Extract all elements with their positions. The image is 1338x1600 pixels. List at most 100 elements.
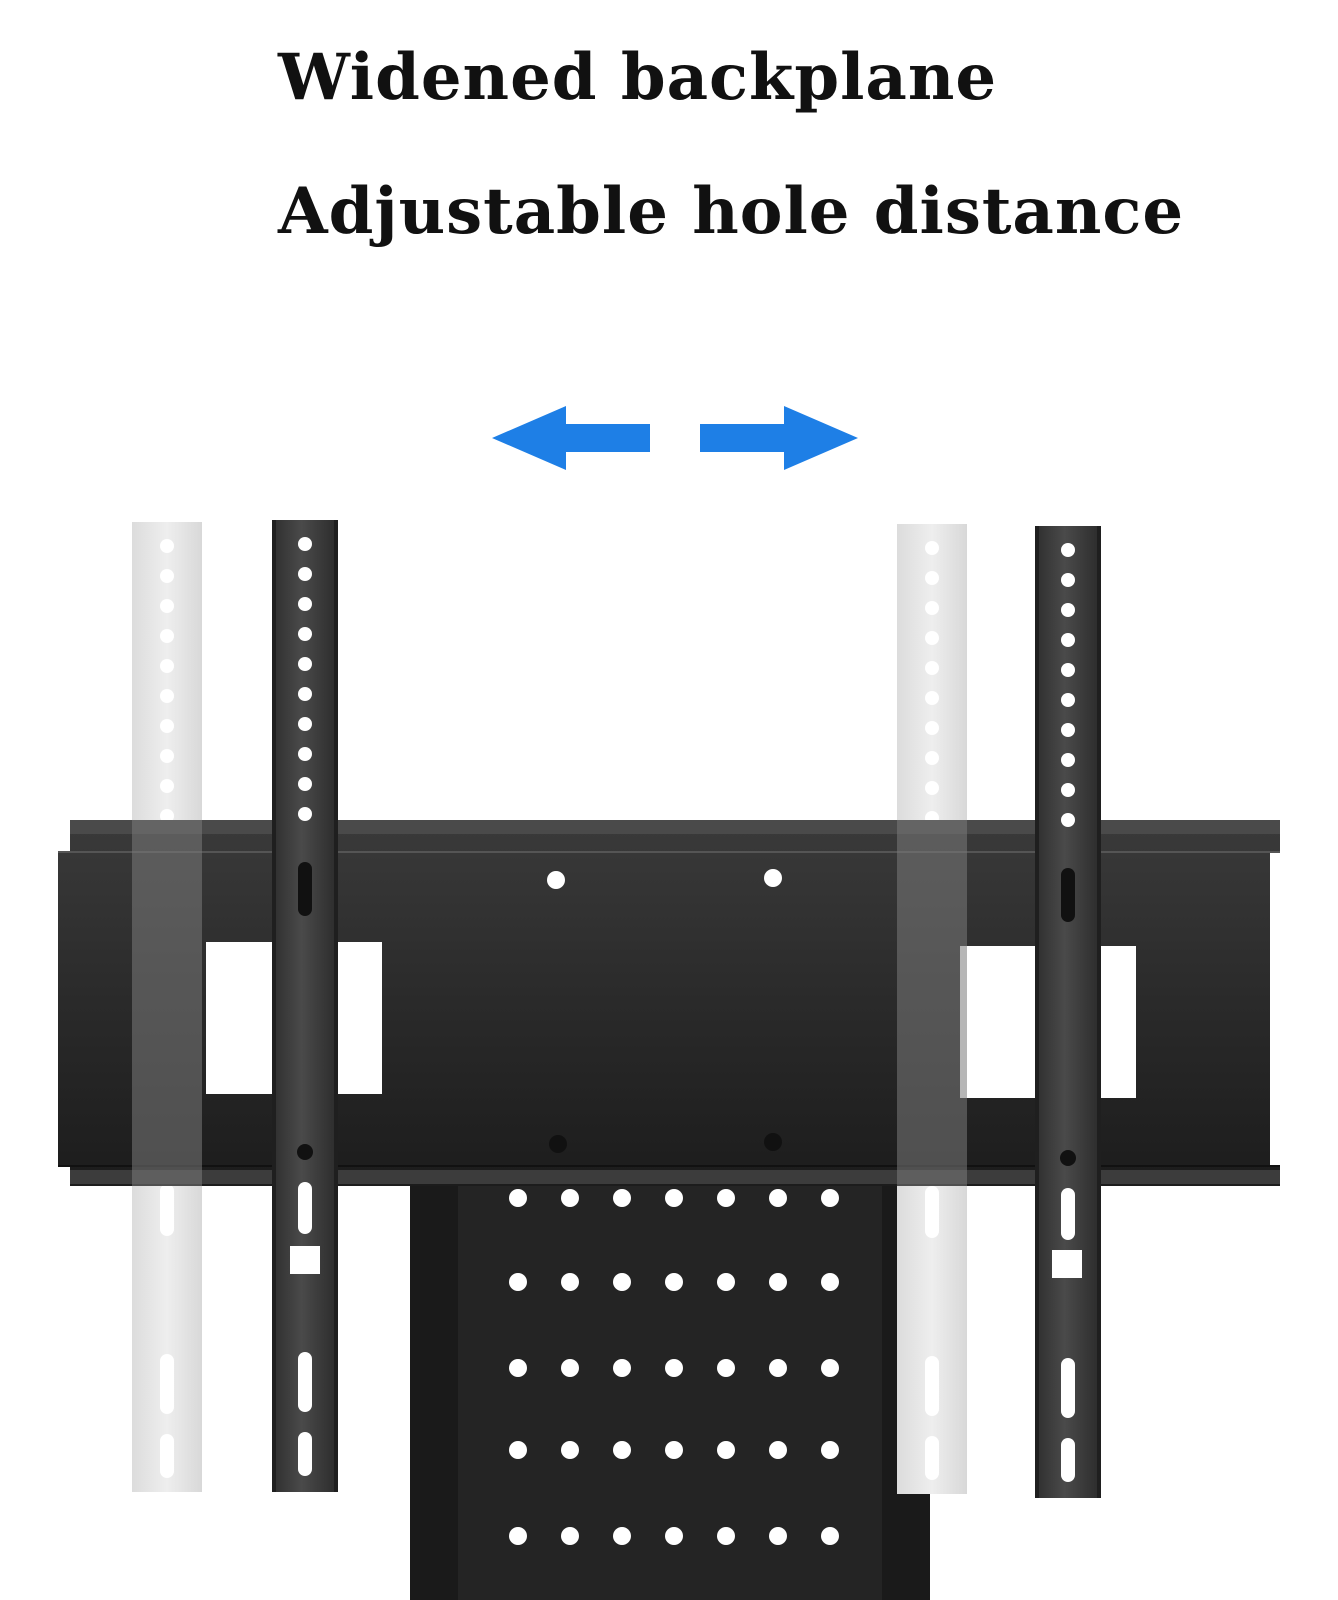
slot: [298, 1352, 312, 1412]
slot: [1061, 1438, 1075, 1482]
hole: [665, 1359, 683, 1377]
hole: [561, 1273, 579, 1291]
hole: [717, 1273, 735, 1291]
hole: [561, 1189, 579, 1207]
slot: [925, 1436, 939, 1480]
bracket-right: [1035, 526, 1101, 1498]
hole: [160, 539, 174, 553]
hole: [298, 687, 312, 701]
hole: [1060, 1150, 1076, 1166]
hole: [160, 719, 174, 733]
hole: [160, 749, 174, 763]
hole: [717, 1441, 735, 1459]
slot: [925, 1186, 939, 1238]
hole: [665, 1441, 683, 1459]
slot: [925, 1356, 939, 1416]
hole: [717, 1527, 735, 1545]
hole: [1061, 633, 1075, 647]
hole: [1061, 783, 1075, 797]
hole: [298, 657, 312, 671]
hole: [298, 567, 312, 581]
column-hole-grid: [509, 1189, 839, 1545]
hole: [769, 1527, 787, 1545]
arrow-left-icon: [492, 406, 650, 470]
hole: [561, 1527, 579, 1545]
slot: [1061, 1358, 1075, 1418]
hole: [925, 691, 939, 705]
hole: [509, 1527, 527, 1545]
hole: [160, 629, 174, 643]
hole: [925, 781, 939, 795]
hole: [1061, 723, 1075, 737]
slot: [298, 862, 312, 916]
hole: [160, 809, 174, 823]
hole: [769, 1441, 787, 1459]
hole: [665, 1527, 683, 1545]
arrow-right-icon: [700, 406, 858, 470]
hole: [925, 571, 939, 585]
hole: [925, 541, 939, 555]
hole: [769, 1273, 787, 1291]
hole: [298, 597, 312, 611]
hole: [613, 1527, 631, 1545]
hole: [717, 1189, 735, 1207]
hole: [1061, 603, 1075, 617]
slot: [1061, 1188, 1075, 1240]
hole: [665, 1189, 683, 1207]
hole: [1061, 813, 1075, 827]
hole: [298, 777, 312, 791]
hole: [613, 1359, 631, 1377]
hole: [298, 537, 312, 551]
hole: [1061, 693, 1075, 707]
bracket-left: [272, 520, 338, 1492]
stand-column: [410, 1150, 930, 1600]
slot: [160, 1434, 174, 1478]
hole: [821, 1441, 839, 1459]
hole: [925, 601, 939, 615]
hole: [160, 599, 174, 613]
hole: [925, 631, 939, 645]
hole: [509, 1189, 527, 1207]
hole: [298, 807, 312, 821]
hole: [717, 1359, 735, 1377]
hole: [298, 747, 312, 761]
direction-arrows: [492, 406, 858, 470]
hole: [509, 1273, 527, 1291]
hole: [160, 659, 174, 673]
hole: [613, 1189, 631, 1207]
hole: [821, 1273, 839, 1291]
hole: [160, 689, 174, 703]
hole: [1061, 543, 1075, 557]
slot: [160, 1354, 174, 1414]
hole: [821, 1359, 839, 1377]
hole: [769, 1359, 787, 1377]
hole: [613, 1441, 631, 1459]
slot: [298, 1432, 312, 1476]
hole: [160, 779, 174, 793]
headline-adjustable-hole-distance: Adjustable hole distance: [278, 174, 1185, 249]
hole: [665, 1273, 683, 1291]
hole: [821, 1189, 839, 1207]
slot: [298, 1182, 312, 1234]
hole: [1061, 753, 1075, 767]
hole: [509, 1359, 527, 1377]
hole: [925, 721, 939, 735]
slot: [160, 1184, 174, 1236]
hole: [298, 717, 312, 731]
hole: [769, 1189, 787, 1207]
ghost-bracket-overlay: [132, 820, 967, 1186]
hole: [1061, 663, 1075, 677]
hole: [297, 1144, 313, 1160]
hole: [509, 1441, 527, 1459]
hole: [613, 1273, 631, 1291]
hole: [298, 627, 312, 641]
hole: [561, 1359, 579, 1377]
slot: [1061, 868, 1075, 922]
hole: [1061, 573, 1075, 587]
headline-widened-backplane: Widened backplane: [278, 40, 998, 115]
hole: [925, 661, 939, 675]
hole: [821, 1527, 839, 1545]
hole: [561, 1441, 579, 1459]
hole: [925, 751, 939, 765]
